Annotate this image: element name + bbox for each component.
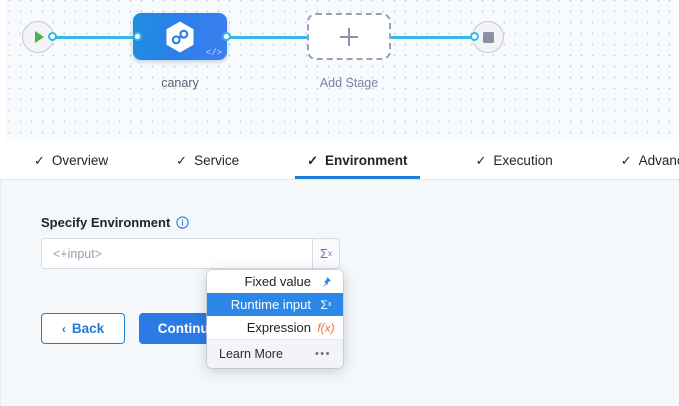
connector-line-start-to-canary xyxy=(48,36,140,39)
play-icon xyxy=(35,31,44,43)
check-icon: ✓ xyxy=(34,152,45,168)
field-label-text: Specify Environment xyxy=(41,215,171,230)
port-canary-out[interactable] xyxy=(222,32,231,41)
check-icon: ✓ xyxy=(307,152,318,168)
check-icon: ✓ xyxy=(176,152,188,168)
ellipsis-icon[interactable]: ••• xyxy=(314,347,331,360)
specify-environment-label: Specify Environment xyxy=(41,215,189,230)
menu-item-label: Expression xyxy=(246,320,311,335)
chevron-left-icon: ‹ xyxy=(61,321,66,336)
back-button-label: Back xyxy=(71,321,105,336)
canvas-right-edge xyxy=(673,0,679,141)
add-stage-label: Add Stage xyxy=(319,76,379,90)
stage-config-tabbar: ✓ Overview ✓ Service ✓ Environment ✓ Exe… xyxy=(0,141,679,180)
check-icon: ✓ xyxy=(475,152,487,168)
sigma-superscript: x xyxy=(328,248,333,258)
check-icon: ✓ xyxy=(620,152,632,168)
specify-environment-input[interactable] xyxy=(41,238,312,269)
stop-icon xyxy=(482,31,494,43)
port-canary-in[interactable] xyxy=(133,32,142,41)
tab-label: Environment xyxy=(325,152,408,168)
continue-button-label: Continue xyxy=(157,321,217,336)
info-icon[interactable] xyxy=(176,216,189,229)
canvas-left-edge xyxy=(0,0,6,141)
dropdown-footer[interactable]: Learn More ••• xyxy=(207,339,343,368)
specify-environment-input-group: Σx xyxy=(41,238,340,269)
menu-item-label: Runtime input xyxy=(230,297,311,312)
tab-label: Overview xyxy=(51,152,109,168)
form-button-row: ‹ Back Continue xyxy=(41,313,235,344)
stage-node-canary[interactable]: </> xyxy=(133,13,227,60)
pin-icon xyxy=(319,276,333,288)
tab-label: Execution xyxy=(493,152,553,168)
plus-icon-vertical xyxy=(348,27,350,46)
menu-item-expression[interactable]: Expression f(x) xyxy=(207,316,343,339)
tab-label: Advanced xyxy=(638,152,679,168)
sigma-glyph: Σ xyxy=(320,297,328,312)
tab-advanced[interactable]: ✓ Advanced xyxy=(609,141,679,179)
stage-label-canary: canary xyxy=(161,76,199,90)
code-icon: </> xyxy=(205,48,222,58)
sigma-glyph: Σ xyxy=(319,246,329,261)
sigma-superscript: x xyxy=(327,301,332,308)
connector-line-add-to-end xyxy=(390,36,475,39)
tab-environment[interactable]: ✓ Environment xyxy=(295,141,420,179)
tab-service[interactable]: ✓ Service xyxy=(164,141,251,179)
port-end-in[interactable] xyxy=(470,32,479,41)
expression-fx-icon: f(x) xyxy=(317,320,335,335)
back-button[interactable]: ‹ Back xyxy=(41,313,125,344)
menu-item-label: Fixed value xyxy=(244,274,311,289)
tab-overview[interactable]: ✓ Overview xyxy=(22,141,120,179)
port-start-out[interactable] xyxy=(48,32,57,41)
menu-item-fixed-value[interactable]: Fixed value xyxy=(207,270,343,293)
pipeline-canvas[interactable]: </> canary Add Stage xyxy=(0,0,679,141)
learn-more-link[interactable]: Learn More xyxy=(219,347,283,361)
hexagon-link-icon xyxy=(165,20,195,53)
add-stage-node[interactable] xyxy=(307,13,391,60)
tab-label: Service xyxy=(194,152,240,168)
tab-execution[interactable]: ✓ Execution xyxy=(464,141,565,179)
connector-line-canary-to-add xyxy=(228,36,308,39)
